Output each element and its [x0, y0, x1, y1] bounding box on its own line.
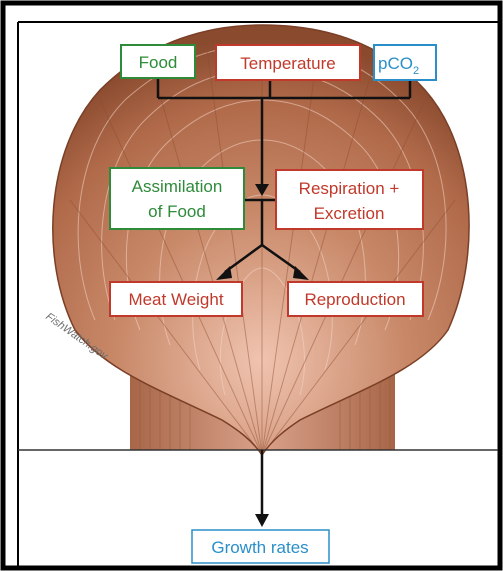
growth-rates-label: Growth rates	[211, 538, 308, 557]
assimilation-line1: Assimilation	[132, 177, 223, 196]
pco2-subscript: 2	[413, 65, 419, 77]
meat-weight-box: Meat Weight	[110, 282, 242, 316]
growth-rates-box: Growth rates	[192, 530, 329, 563]
temperature-label: Temperature	[240, 54, 335, 73]
meat-weight-label: Meat Weight	[128, 290, 223, 309]
respiration-line1: Respiration +	[299, 179, 400, 198]
temperature-box: Temperature	[216, 45, 360, 80]
reproduction-box: Reproduction	[288, 282, 423, 316]
reproduction-label: Reproduction	[304, 290, 405, 309]
food-label: Food	[139, 53, 178, 72]
respiration-box: Respiration + Excretion	[276, 170, 423, 229]
assimilation-line2: of Food	[148, 202, 206, 221]
respiration-line2: Excretion	[314, 204, 385, 223]
assimilation-box: Assimilation of Food	[110, 168, 244, 229]
food-box: Food	[121, 45, 195, 78]
pco2-box: pCO2	[374, 45, 436, 80]
pco2-base: pCO	[378, 54, 413, 73]
